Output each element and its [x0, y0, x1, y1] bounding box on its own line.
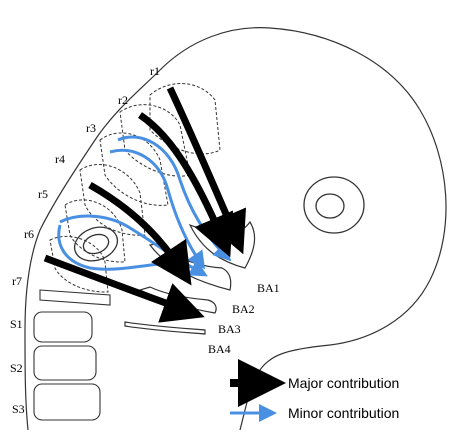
rhombomere-labels: r1 r2 r3 r4 r5 r6 r7 — [12, 64, 160, 288]
label-ba3: BA3 — [218, 322, 241, 336]
minor-arrow-r6 — [57, 224, 184, 272]
legend-major-label: Major contribution — [288, 375, 399, 391]
minor-arrow-r3 — [117, 135, 232, 262]
label-ba1: BA1 — [257, 281, 280, 295]
legend: Major contribution Minor contribution — [230, 359, 399, 422]
label-ba4: BA4 — [208, 342, 231, 356]
major-arrow-r2 — [138, 112, 234, 258]
neck-outline — [24, 69, 161, 431]
somites — [33, 289, 111, 421]
label-r7: r7 — [12, 274, 22, 288]
label-r4: r4 — [55, 152, 65, 166]
label-s2: S2 — [10, 361, 23, 375]
ba-labels: BA1 BA2 BA3 BA4 — [208, 281, 280, 356]
major-arrow-r7 — [43, 254, 205, 323]
label-ba2: BA2 — [232, 302, 255, 316]
label-r1: r1 — [150, 64, 160, 78]
somite-labels: S1 S2 S3 — [10, 317, 25, 416]
head-outline — [159, 27, 447, 431]
label-r5: r5 — [38, 187, 48, 201]
label-s1: S1 — [10, 317, 23, 331]
otic-vesicle — [73, 226, 119, 262]
label-r2: r2 — [118, 93, 128, 107]
label-s3: S3 — [12, 402, 25, 416]
label-r3: r3 — [86, 121, 96, 135]
major-arrows — [43, 86, 247, 323]
major-arrow-r4 — [88, 181, 192, 286]
label-r6: r6 — [24, 227, 34, 241]
legend-minor-label: Minor contribution — [288, 405, 399, 421]
eye — [303, 176, 365, 234]
